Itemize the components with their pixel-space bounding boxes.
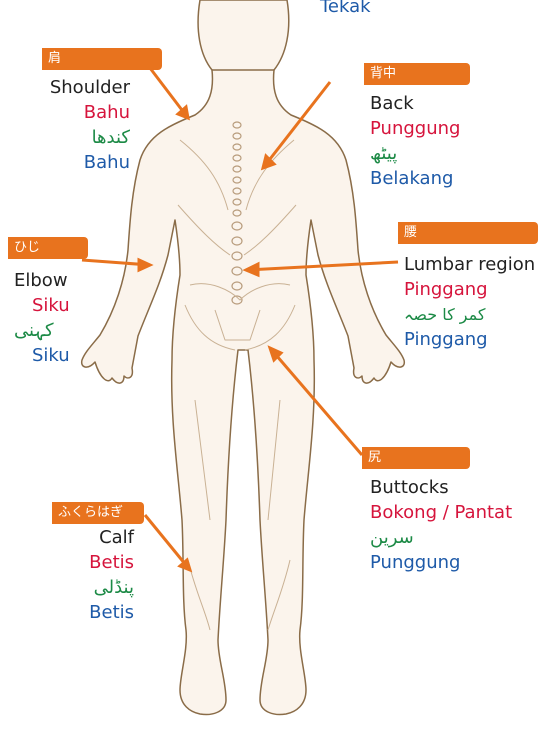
buttocks-english: Buttocks bbox=[370, 475, 512, 500]
back-indonesian: Belakang bbox=[370, 166, 460, 191]
elbow-malay: Siku bbox=[14, 293, 70, 318]
elbow-english: Elbow bbox=[14, 268, 70, 293]
lumbar-jp-tag: 腰 bbox=[398, 222, 538, 244]
shoulder-jp-tag: 肩 bbox=[42, 48, 162, 70]
top-indonesian-text: Tekak bbox=[320, 0, 371, 19]
back-malay: Punggung bbox=[370, 116, 460, 141]
calf-jp-tag: ふくらはぎ bbox=[52, 502, 144, 524]
lumbar-indonesian: Pinggang bbox=[404, 327, 535, 352]
calf-malay: Betis bbox=[40, 550, 134, 575]
elbow-jp-tag: ひじ bbox=[8, 237, 88, 259]
head bbox=[198, 0, 289, 76]
buttocks-label-group: Buttocks Bokong / Pantat سرین Punggung bbox=[370, 475, 512, 575]
buttocks-indonesian: Punggung bbox=[370, 550, 512, 575]
back-english: Back bbox=[370, 91, 460, 116]
lumbar-urdu: کمر کا حصہ bbox=[404, 302, 535, 327]
buttocks-malay: Bokong / Pantat bbox=[370, 500, 512, 525]
lumbar-english: Lumbar region bbox=[404, 252, 535, 277]
lumbar-malay: Pinggang bbox=[404, 277, 535, 302]
back-urdu: پیٹھ bbox=[370, 141, 460, 166]
buttocks-urdu: سرین bbox=[370, 525, 512, 550]
elbow-label-group: Elbow Siku کہنی Siku bbox=[14, 268, 70, 368]
calf-label-group: Calf Betis پنڈلی Betis bbox=[40, 525, 134, 625]
elbow-urdu: کہنی bbox=[14, 318, 70, 343]
top-label-fragment: Tekak bbox=[320, 0, 371, 19]
shoulder-indonesian: Bahu bbox=[40, 150, 130, 175]
calf-english: Calf bbox=[40, 525, 134, 550]
lumbar-label-group: Lumbar region Pinggang کمر کا حصہ Pingga… bbox=[404, 252, 535, 352]
shoulder-urdu: کندھا bbox=[40, 125, 130, 150]
shoulder-english: Shoulder bbox=[40, 75, 130, 100]
back-jp-tag: 背中 bbox=[364, 63, 470, 85]
calf-urdu: پنڈلی bbox=[40, 575, 134, 600]
elbow-indonesian: Siku bbox=[14, 343, 70, 368]
shoulder-label-group: Shoulder Bahu کندھا Bahu bbox=[40, 75, 130, 175]
calf-indonesian: Betis bbox=[40, 600, 134, 625]
shoulder-malay: Bahu bbox=[40, 100, 130, 125]
back-label-group: Back Punggung پیٹھ Belakang bbox=[370, 91, 460, 191]
buttocks-jp-tag: 尻 bbox=[362, 447, 470, 469]
